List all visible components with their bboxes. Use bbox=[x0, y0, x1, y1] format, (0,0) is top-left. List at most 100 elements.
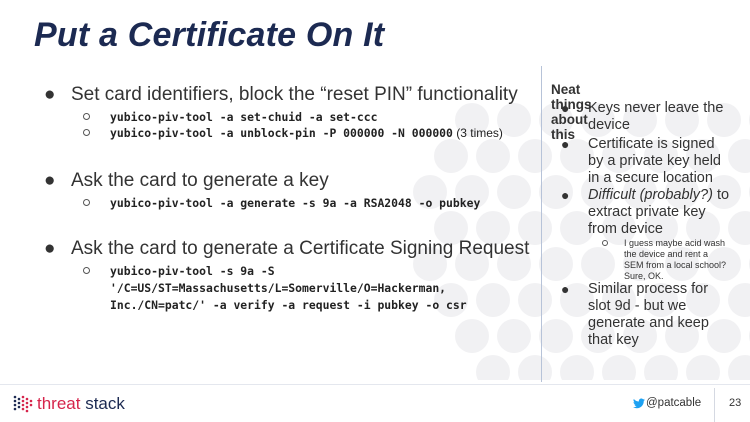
code-text: yubico-piv-tool -s 9a -S bbox=[110, 264, 275, 278]
background-dot bbox=[707, 103, 741, 137]
background-dot bbox=[623, 319, 657, 353]
background-dot bbox=[728, 139, 750, 173]
background-dot bbox=[728, 355, 750, 380]
bullet-dot-icon: ● bbox=[561, 136, 570, 152]
code-text: yubico-piv-tool -a unblock-pin -P 000000… bbox=[110, 126, 503, 140]
code-text: '/C=US/ST=Massachusetts/L=Somerville/O=H… bbox=[110, 281, 447, 295]
background-dot bbox=[686, 211, 720, 245]
bullet-dot-icon: ● bbox=[561, 187, 570, 203]
background-dot bbox=[581, 319, 615, 353]
background-dot bbox=[476, 355, 510, 380]
background-dot bbox=[623, 103, 657, 137]
sidebar-line: Sure, OK. bbox=[624, 271, 664, 281]
sidebar-line: to bbox=[712, 187, 730, 203]
background-dot bbox=[602, 139, 636, 173]
bullet-dot-icon: ● bbox=[44, 170, 56, 191]
background-dot bbox=[539, 175, 573, 209]
sidebar-line: Certificate is signed bbox=[588, 136, 715, 152]
sidebar-subitem-acid: I guess maybe acid wash the device and r… bbox=[602, 238, 736, 282]
background-dot bbox=[518, 283, 552, 317]
background-dot bbox=[644, 139, 678, 173]
code-suffix: (3 times) bbox=[452, 126, 503, 140]
background-dot bbox=[665, 247, 699, 281]
background-dot bbox=[707, 319, 741, 353]
background-dot bbox=[539, 319, 573, 353]
background-dot bbox=[644, 355, 678, 380]
background-dot bbox=[497, 319, 531, 353]
sub-bullet-circle-icon bbox=[83, 199, 90, 206]
sidebar-line: generate and keep bbox=[588, 315, 709, 331]
background-dot bbox=[686, 283, 720, 317]
background-dot bbox=[707, 247, 741, 281]
sidebar-line: that key bbox=[588, 332, 639, 348]
logo-text: threat stack bbox=[37, 394, 125, 414]
background-dot bbox=[581, 247, 615, 281]
background-dot bbox=[560, 283, 594, 317]
sidebar-line: from device bbox=[588, 221, 663, 237]
background-dot bbox=[434, 211, 468, 245]
sub-bullet-circle-icon bbox=[602, 240, 608, 246]
sidebar-italic: Difficult (probably?) bbox=[588, 187, 713, 203]
background-dot bbox=[560, 139, 594, 173]
background-dot bbox=[602, 211, 636, 245]
slide-title: Put a Certificate On It bbox=[34, 16, 385, 54]
sidebar-line: slot 9d - but we bbox=[588, 298, 687, 314]
background-dot bbox=[707, 175, 741, 209]
background-dot bbox=[455, 103, 489, 137]
sidebar-line: I guess maybe acid wash bbox=[624, 238, 726, 248]
background-dot bbox=[686, 139, 720, 173]
background-dot bbox=[581, 175, 615, 209]
background-dot bbox=[497, 247, 531, 281]
sub-bullet-circle-icon bbox=[83, 129, 90, 136]
sub-bullet-circle-icon bbox=[83, 113, 90, 120]
code-text: Inc./CN=patc/' -a verify -a request -i p… bbox=[110, 298, 467, 312]
background-dot bbox=[623, 175, 657, 209]
sidebar-item-slot-9d: ● Similar process for slot 9d - but we g… bbox=[561, 281, 748, 349]
background-dot bbox=[581, 103, 615, 137]
background-dot bbox=[728, 283, 750, 317]
background-dot bbox=[413, 175, 447, 209]
background-dot bbox=[665, 103, 699, 137]
background-dot bbox=[455, 175, 489, 209]
bullet-dot-icon: ● bbox=[561, 100, 570, 116]
background-dot bbox=[497, 175, 531, 209]
code-command: yubico-piv-tool -a unblock-pin -P 000000… bbox=[110, 126, 453, 140]
background-dot bbox=[602, 283, 636, 317]
page-number: 23 bbox=[729, 397, 742, 409]
bullet-dot-icon: ● bbox=[561, 281, 570, 297]
sidebar-line: extract private key bbox=[588, 204, 706, 220]
bullet-text: Ask the card to generate a Certificate S… bbox=[71, 238, 530, 259]
sidebar-line: the device and rent a bbox=[624, 249, 709, 259]
bullet-text: Set card identifiers, block the “reset P… bbox=[71, 84, 518, 105]
bullet-dot-icon: ● bbox=[44, 238, 56, 259]
footer-rule bbox=[0, 384, 750, 385]
sidebar-item-certificate: ● Certificate is signed by a private key… bbox=[561, 136, 748, 187]
background-dot bbox=[686, 355, 720, 380]
background-dot bbox=[413, 247, 447, 281]
sidebar-line: Keys never leave the bbox=[588, 100, 724, 116]
background-dot bbox=[623, 247, 657, 281]
background-dot bbox=[518, 355, 552, 380]
sidebar-line: Similar process for bbox=[588, 281, 709, 297]
background-dot bbox=[434, 139, 468, 173]
logo-text-threat: threat bbox=[37, 394, 81, 413]
sidebar-line: in a secure location bbox=[588, 170, 713, 186]
code-text: yubico-piv-tool -a set-chuid -a set-ccc bbox=[110, 110, 378, 124]
threat-stack-logo-mark-icon bbox=[13, 395, 33, 413]
twitter-handle-text: @patcable bbox=[646, 397, 702, 409]
twitter-handle: @patcable bbox=[633, 397, 702, 409]
sidebar-line: SEM from a local school? bbox=[624, 260, 727, 270]
background-dot bbox=[539, 247, 573, 281]
sidebar-line: device bbox=[588, 117, 630, 133]
twitter-bird-icon bbox=[633, 398, 645, 409]
background-dot bbox=[539, 103, 573, 137]
background-dot bbox=[518, 211, 552, 245]
sidebar-item-difficult: ● Difficult (probably?) to extract priva… bbox=[561, 187, 748, 238]
background-dot bbox=[560, 355, 594, 380]
bullet-dot-icon: ● bbox=[44, 84, 56, 105]
background-dot bbox=[476, 139, 510, 173]
logo-text-stack: stack bbox=[80, 394, 125, 413]
background-dot bbox=[665, 319, 699, 353]
background-dot-pattern bbox=[413, 103, 750, 380]
background-dot bbox=[644, 211, 678, 245]
